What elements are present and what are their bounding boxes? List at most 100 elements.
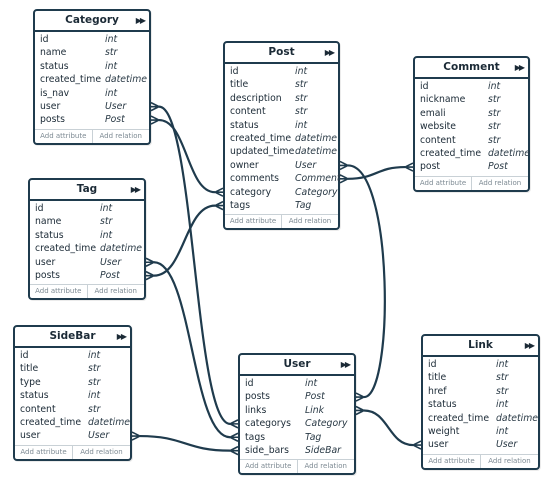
link-header[interactable]: Link▶▶	[423, 336, 538, 357]
expand-icon[interactable]: ▶▶	[514, 63, 525, 72]
comment-header[interactable]: Comment▶▶	[415, 58, 528, 79]
add-attribute-button[interactable]: Add attribute	[40, 131, 87, 140]
add-relation-button[interactable]: Add relation	[480, 454, 538, 468]
add-attribute-button[interactable]: Add attribute	[20, 447, 67, 456]
add-attribute-button[interactable]: Add attribute	[35, 287, 82, 296]
add-relation-button[interactable]: Add relation	[91, 129, 150, 143]
add-relation-button[interactable]: Add relation	[86, 285, 145, 299]
add-relation-button[interactable]: Add relation	[296, 460, 355, 474]
field-name: created_time	[35, 243, 97, 255]
field-type: datetime	[496, 412, 538, 424]
relation-line-3	[347, 165, 406, 180]
expand-icon[interactable]: ▶▶	[130, 185, 141, 194]
user-header[interactable]: User▶▶	[240, 355, 354, 376]
post-header[interactable]: Post ▶▶	[225, 43, 338, 64]
expand-icon[interactable]: ▶▶	[524, 341, 535, 350]
post-title: Post	[268, 46, 295, 58]
add-relation-button[interactable]: Add relation	[471, 176, 528, 190]
add-attribute-button[interactable]: Add attribute	[428, 456, 475, 465]
field-type: Post	[305, 391, 325, 403]
crow-foot-3b	[404, 162, 414, 172]
add-attribute-button[interactable]: Add attribute	[419, 178, 467, 187]
expand-icon[interactable]: ▶▶	[340, 360, 351, 369]
field-type: Link	[305, 404, 325, 416]
user-field-links[interactable]: links Link	[240, 404, 354, 417]
add-relation-button[interactable]: Add relation	[281, 215, 338, 229]
field-type: str	[88, 363, 101, 375]
add-relation-button[interactable]: Add relation	[72, 445, 130, 459]
category-header[interactable]: Category▶▶	[35, 11, 149, 32]
field-type: str	[488, 107, 501, 119]
sidebar-header[interactable]: SideBar▶▶	[15, 327, 130, 348]
field-name: links	[245, 404, 267, 416]
expand-icon[interactable]: ▶▶	[135, 16, 146, 25]
add-attribute-button[interactable]: Add attribute	[229, 217, 277, 226]
expand-icon[interactable]: ▶▶	[116, 332, 127, 341]
tag-header[interactable]: Tag▶▶	[30, 180, 144, 201]
field-name: href	[428, 385, 447, 397]
add-attribute-button[interactable]: Add attribute	[245, 462, 292, 471]
relation-line-7	[363, 409, 414, 447]
field-type: str	[295, 106, 308, 118]
expand-icon[interactable]: ▶▶	[324, 48, 335, 57]
field-name: title	[230, 79, 249, 91]
